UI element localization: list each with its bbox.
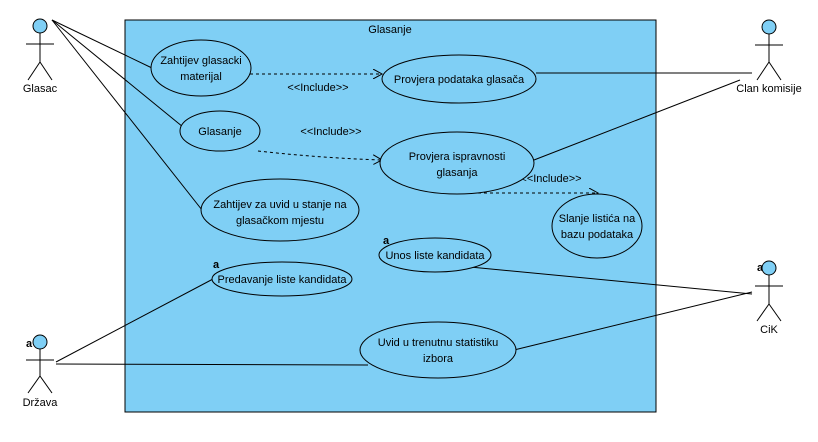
associations-glasac [51,19,203,211]
use-case-glasanje[interactable]: Glasanje [179,110,261,152]
include-label-2: <<Include>> [300,126,361,138]
svg-text:Provjera podataka glasača: Provjera podataka glasača [394,74,525,86]
use-case-zahtjev-uvid[interactable]: Zahtijev za uvid u stanje na glasačkom m… [200,178,360,242]
use-case-slanje-listica[interactable]: Slanje listića na bazu podataka [551,193,643,259]
associations-drzava [55,278,369,366]
associations-cik [469,266,753,351]
svg-text:izbora: izbora [423,353,454,365]
svg-text:Unos liste kandidata: Unos liste kandidata [385,250,485,262]
svg-text:Glasanje: Glasanje [198,126,241,138]
svg-text:glasanja: glasanja [437,167,479,179]
include-label-1: <<Include>> [287,82,348,94]
actor-glasac[interactable]: Glasac [23,18,58,95]
use-case-unos-liste[interactable]: Unos liste kandidata [378,237,492,273]
associations-clan-komisije [533,72,752,161]
actor-drzava[interactable]: a Država [23,334,59,409]
svg-text:Zahtijev glasacki: Zahtijev glasacki [160,55,241,67]
use-case-zahtjev-materijal[interactable]: Zahtijev glasacki materijal [150,39,252,97]
include-label-3: <<Include>> [520,173,581,185]
include-arrow-2 [257,150,382,160]
actor-label-drzava: Država [23,397,59,409]
actor-cik[interactable]: a CiK [755,260,783,336]
svg-text:Provjera ispravnosti: Provjera ispravnosti [409,151,506,163]
actor-label-clan-komisije: Clan komisije [736,83,801,95]
svg-text:Zahtijev za uvid u stanje na: Zahtijev za uvid u stanje na [213,199,347,211]
stereotype-mark-drzava: a [26,338,33,350]
system-title: Glasanje [368,24,411,36]
svg-text:glasačkom mjestu: glasačkom mjestu [236,215,324,227]
stereotype-mark-unos-liste: a [383,235,390,247]
use-case-provjera-podataka[interactable]: Provjera podataka glasača [381,54,537,104]
use-case-uvid-statistiku[interactable]: Uvid u trenutnu statistiku izbora [359,321,517,379]
actor-label-glasac: Glasac [23,83,58,95]
actor-clan-komisije[interactable]: Clan komisije [736,19,802,95]
svg-text:Uvid u trenutnu statistiku: Uvid u trenutnu statistiku [378,337,498,349]
use-case-predavanje-liste[interactable]: Predavanje liste kandidata [211,261,353,297]
svg-text:bazu podataka: bazu podataka [561,229,634,241]
svg-text:Predavanje liste kandidata: Predavanje liste kandidata [217,274,347,286]
svg-text:Slanje listića na: Slanje listića na [559,213,636,225]
stereotype-mark-cik: a [757,262,764,274]
include-dependencies [250,74,598,193]
use-case-provjera-ispravnosti[interactable]: Provjera ispravnosti glasanja [379,131,535,195]
actor-label-cik: CiK [760,324,778,336]
svg-text:materijal: materijal [180,71,222,83]
stereotype-mark-predavanje-liste: a [213,259,220,271]
